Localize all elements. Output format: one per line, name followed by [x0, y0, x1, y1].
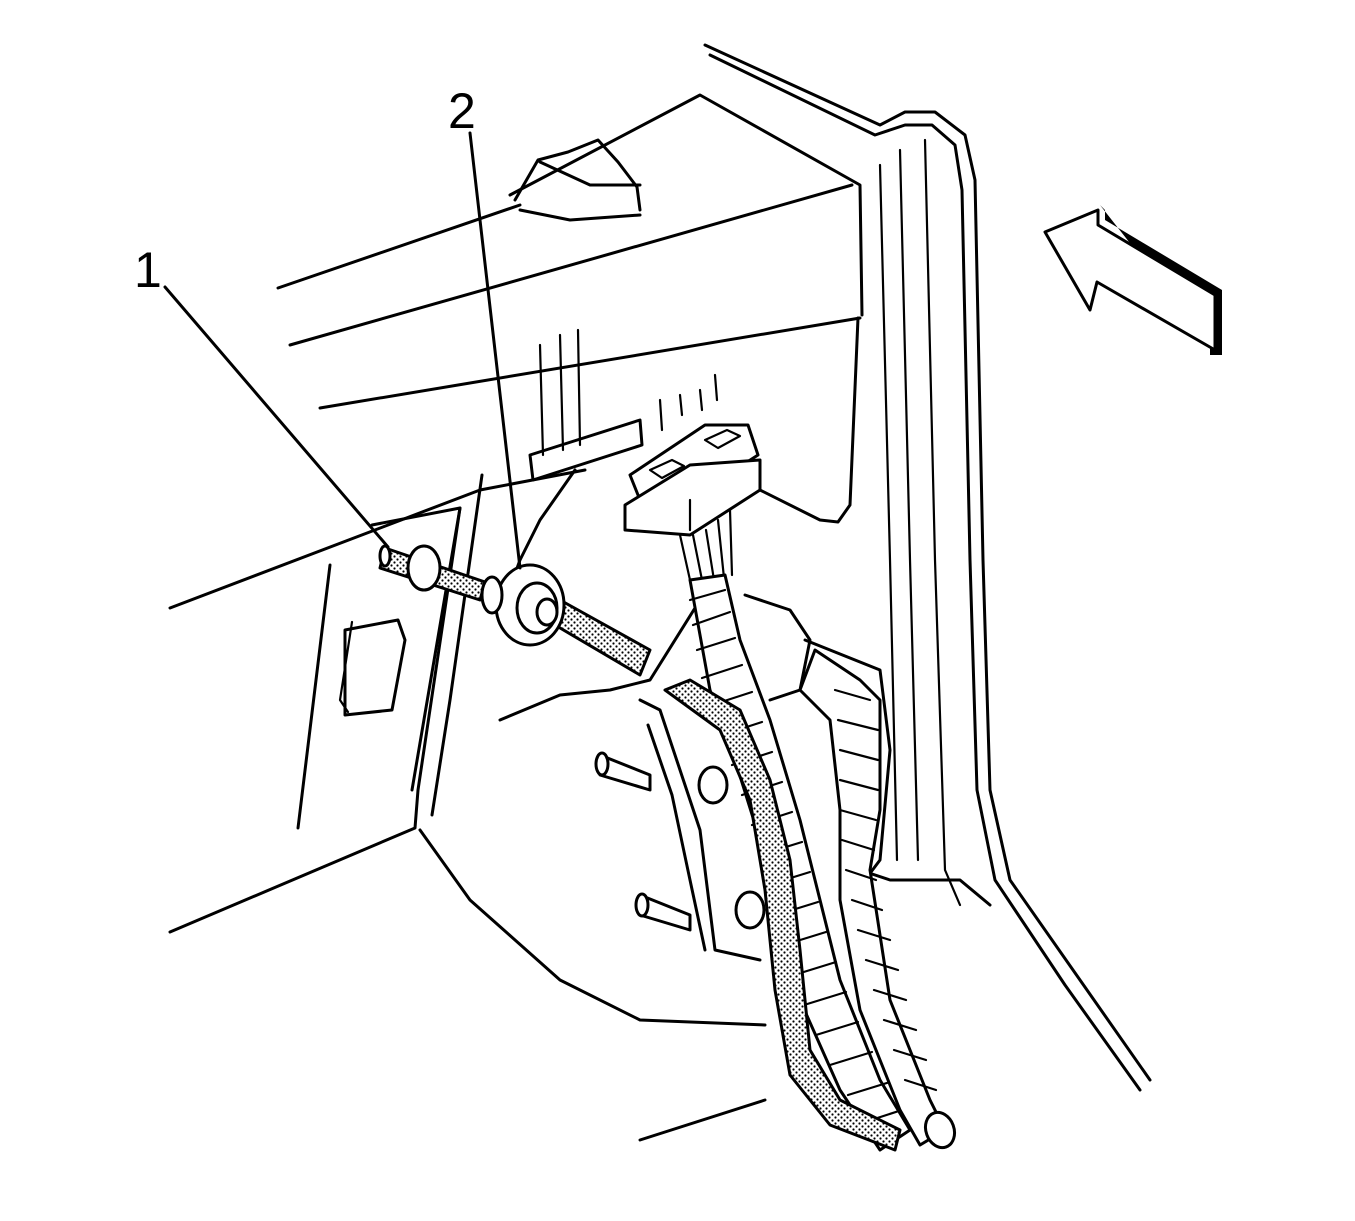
stud-pair [594, 751, 766, 932]
mounting-bracket [418, 468, 892, 1142]
grommet [494, 563, 566, 647]
pillar-trim [703, 43, 1152, 1092]
wire-harness [663, 573, 957, 1152]
callout-1-leader-line [163, 285, 390, 549]
view-direction-arrow-icon [1043, 205, 1222, 355]
module-housing [276, 93, 864, 524]
callout-1-label: 1 [134, 242, 162, 298]
side-panel [168, 468, 587, 934]
retaining-bolt [378, 544, 504, 615]
callout-2-label: 2 [448, 83, 476, 139]
callout-2-leader-line [468, 131, 522, 570]
electrical-connector [623, 423, 762, 582]
